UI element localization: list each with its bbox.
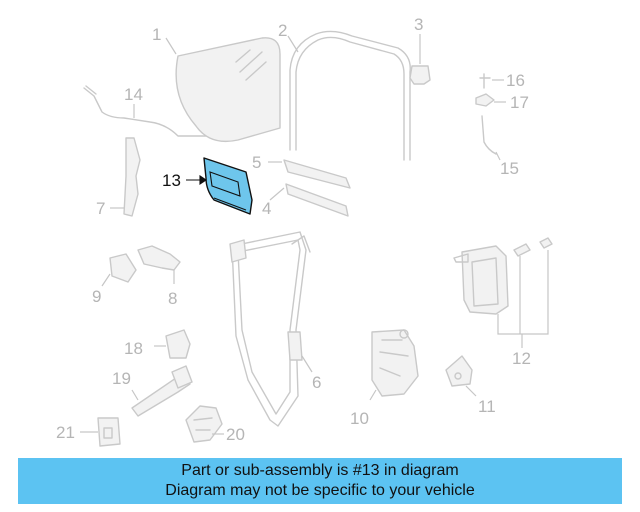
callout-19[interactable]: 19 (112, 369, 131, 388)
part-16-screw: 16 (479, 71, 525, 90)
part-20-hinge: 20 (185, 405, 245, 444)
part-3-clip: 3 (409, 15, 431, 85)
part-12-lock-assembly: 12 (453, 237, 553, 368)
part-17-nut: 17 (475, 93, 529, 112)
part-5-strip: 5 (252, 153, 351, 189)
callout-13[interactable]: 13 (162, 171, 181, 190)
part-19-check-strap: 19 (112, 365, 193, 417)
part-14-rod: 14 (83, 85, 207, 137)
callout-5[interactable]: 5 (252, 153, 261, 172)
callout-14[interactable]: 14 (124, 85, 143, 104)
callout-18[interactable]: 18 (124, 339, 143, 358)
part-4-strip: 4 (262, 183, 349, 218)
part-21-block: 21 (56, 417, 121, 447)
callout-3[interactable]: 3 (414, 15, 423, 34)
callout-17[interactable]: 17 (510, 93, 529, 112)
callout-8[interactable]: 8 (168, 289, 177, 308)
part-7-bracket: 7 (96, 137, 141, 218)
part-8-handle: 8 (137, 245, 181, 308)
part-9-handle: 9 (92, 253, 137, 306)
banner-line-2: Diagram may not be specific to your vehi… (165, 482, 475, 499)
callout-7[interactable]: 7 (96, 199, 105, 218)
callout-6[interactable]: 6 (312, 373, 321, 392)
part-10-latch: 10 (350, 329, 419, 428)
callout-15[interactable]: 15 (500, 159, 519, 178)
callout-12[interactable]: 12 (512, 349, 531, 368)
callout-4[interactable]: 4 (262, 199, 271, 218)
info-banner: Part or sub-assembly is #13 in diagram D… (18, 458, 622, 504)
callout-20[interactable]: 20 (226, 425, 245, 444)
part-1-glass: 1 (152, 25, 281, 143)
callout-10[interactable]: 10 (350, 409, 369, 428)
part-18-bracket: 18 (124, 329, 191, 359)
part-6-regulator: 6 (229, 231, 321, 427)
part-15-rod: 15 (481, 115, 519, 178)
callout-1[interactable]: 1 (152, 25, 161, 44)
callout-16[interactable]: 16 (506, 71, 525, 90)
callout-9[interactable]: 9 (92, 287, 101, 306)
part-13-highlighted[interactable]: 13 (162, 157, 253, 215)
callout-11[interactable]: 11 (478, 397, 496, 416)
callout-21[interactable]: 21 (56, 423, 75, 442)
banner-line-1: Part or sub-assembly is #13 in diagram (181, 462, 459, 479)
callout-2[interactable]: 2 (278, 21, 287, 40)
part-11-striker: 11 (445, 355, 496, 416)
part-2-run-channel: 2 (278, 21, 411, 161)
